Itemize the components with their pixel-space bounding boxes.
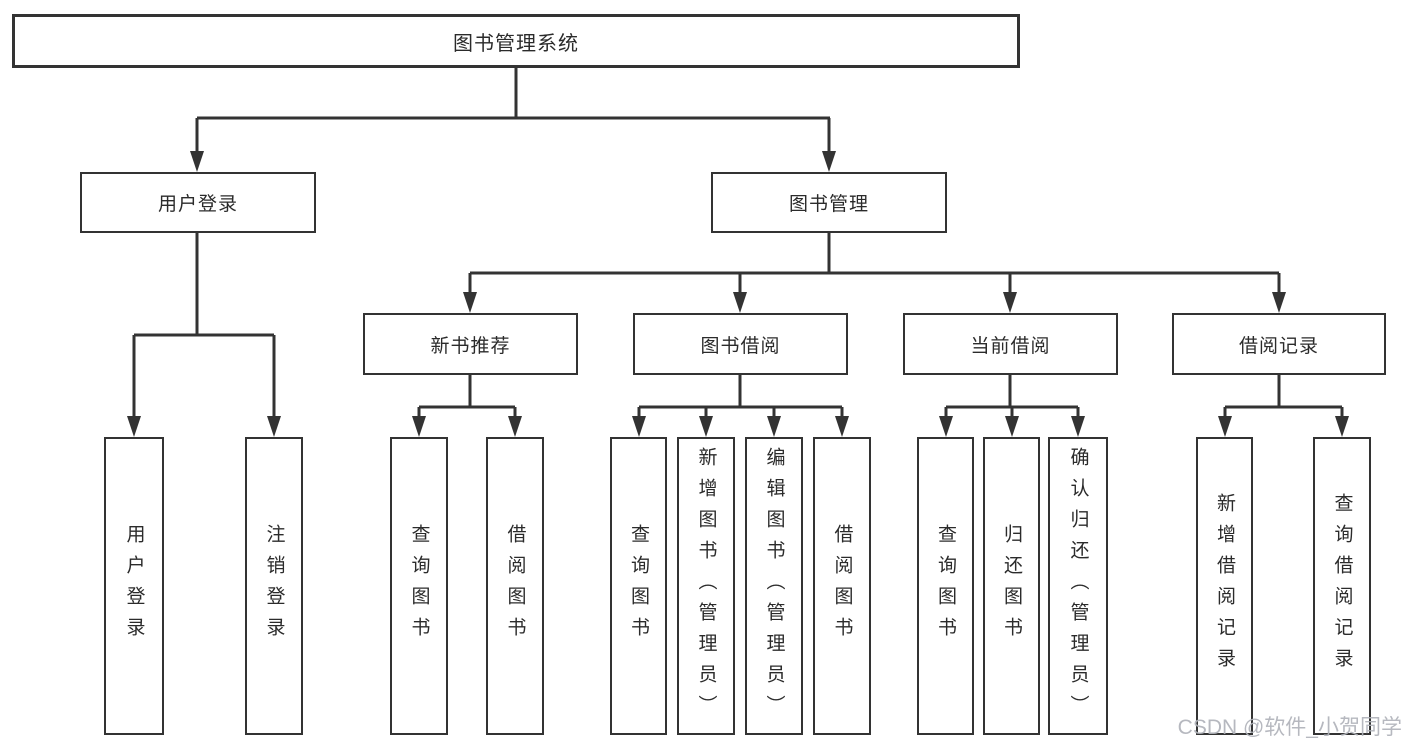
watermark: CSDN @软件_小贺同学 [1177, 716, 1402, 739]
arrow-down-icon [1335, 416, 1349, 437]
arrow-down-icon [508, 416, 522, 437]
arrow-down-icon [1003, 292, 1017, 313]
node-bb-add-books-admin: 新增图书（管理员） [677, 437, 735, 735]
node-bb-query-books: 查询图书 [610, 437, 667, 735]
node-logout: 注销登录 [245, 437, 303, 735]
arrow-down-icon [1071, 416, 1085, 437]
node-book-borrowing: 图书借阅 [633, 313, 848, 375]
node-cb-query-books: 查询图书 [917, 437, 974, 735]
node-nbr-borrow-books: 借阅图书 [486, 437, 544, 735]
node-current-borrowing: 当前借阅 [903, 313, 1118, 375]
arrow-down-icon [733, 292, 747, 313]
connector-line [132, 68, 1344, 420]
arrow-down-icon [699, 416, 713, 437]
node-user-login: 用户登录 [80, 172, 316, 233]
node-borrowing-records: 借阅记录 [1172, 313, 1386, 375]
node-br-add-record: 新增借阅记录 [1196, 437, 1253, 735]
arrow-down-icon [412, 416, 426, 437]
arrow-down-icon [835, 416, 849, 437]
node-new-book-recommend: 新书推荐 [363, 313, 578, 375]
arrow-down-icon [127, 416, 141, 437]
arrow-down-icon [463, 292, 477, 313]
arrow-down-icon [939, 416, 953, 437]
node-login: 用户登录 [104, 437, 164, 735]
node-bb-edit-books-admin: 编辑图书（管理员） [745, 437, 803, 735]
node-book-management: 图书管理 [711, 172, 947, 233]
arrow-down-icon [632, 416, 646, 437]
arrow-down-icon [1218, 416, 1232, 437]
arrow-down-icon [267, 416, 281, 437]
node-nbr-query-books: 查询图书 [390, 437, 448, 735]
node-root: 图书管理系统 [12, 14, 1020, 68]
node-bb-borrow-books: 借阅图书 [813, 437, 871, 735]
node-br-query-record: 查询借阅记录 [1313, 437, 1371, 735]
arrow-down-icon [1272, 292, 1286, 313]
node-cb-confirm-return-admin: 确认归还（管理员） [1048, 437, 1108, 735]
arrow-down-icon [190, 151, 204, 172]
arrow-down-icon [1005, 416, 1019, 437]
arrow-down-icon [822, 151, 836, 172]
node-cb-return-books: 归还图书 [983, 437, 1040, 735]
arrow-down-icon [767, 416, 781, 437]
